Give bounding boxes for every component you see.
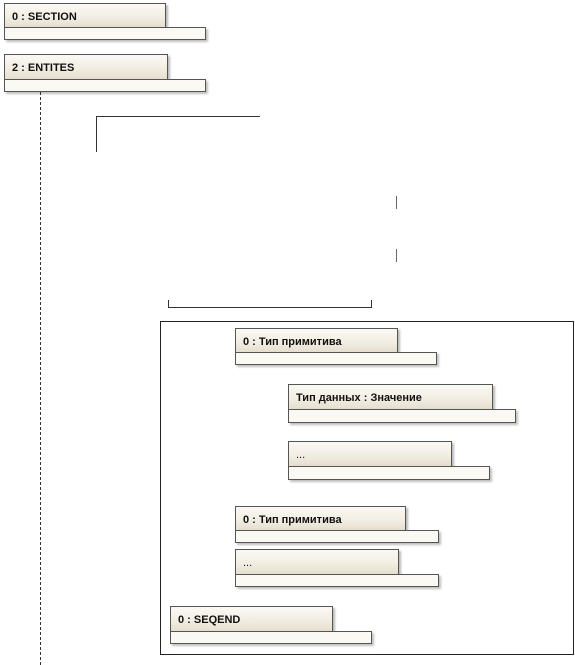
- bracket-tick-2: [396, 249, 397, 262]
- section-node-bar: [4, 27, 206, 40]
- seqend-node-label: 0 : SEQEND: [170, 606, 333, 632]
- primitive-type-node-2-label: 0 : Тип примитива: [235, 506, 406, 531]
- entites-node-label: 2 : ENTITES: [4, 54, 168, 80]
- primitive-type-node-1-label: 0 : Тип примитива: [235, 328, 398, 353]
- entity-container-frame: [160, 321, 574, 655]
- entites-node-bar: [4, 79, 206, 92]
- primitive-type-node-2-bar: [235, 530, 439, 543]
- lifeline-dashed: [40, 92, 41, 665]
- bracket-bottom-right: [371, 300, 372, 308]
- bracket-tick-1: [396, 196, 397, 209]
- bracket-bottom-left: [168, 300, 169, 308]
- bracket-top-line: [96, 116, 260, 117]
- data-type-value-node-label: Тип данных : Значение: [288, 384, 493, 410]
- data-type-value-node-bar: [288, 409, 516, 423]
- seqend-node-bar: [170, 631, 372, 644]
- bracket-bottom-line: [168, 307, 372, 308]
- bracket-left-line: [96, 116, 97, 152]
- ellipsis-node-2-bar: [235, 574, 439, 587]
- ellipsis-node-1-bar: [288, 466, 490, 480]
- ellipsis-node-2-label: ...: [235, 549, 399, 575]
- primitive-type-node-1-bar: [235, 352, 437, 365]
- ellipsis-node-1-label: ...: [288, 441, 452, 467]
- section-node-label: 0 : SECTION: [4, 3, 166, 28]
